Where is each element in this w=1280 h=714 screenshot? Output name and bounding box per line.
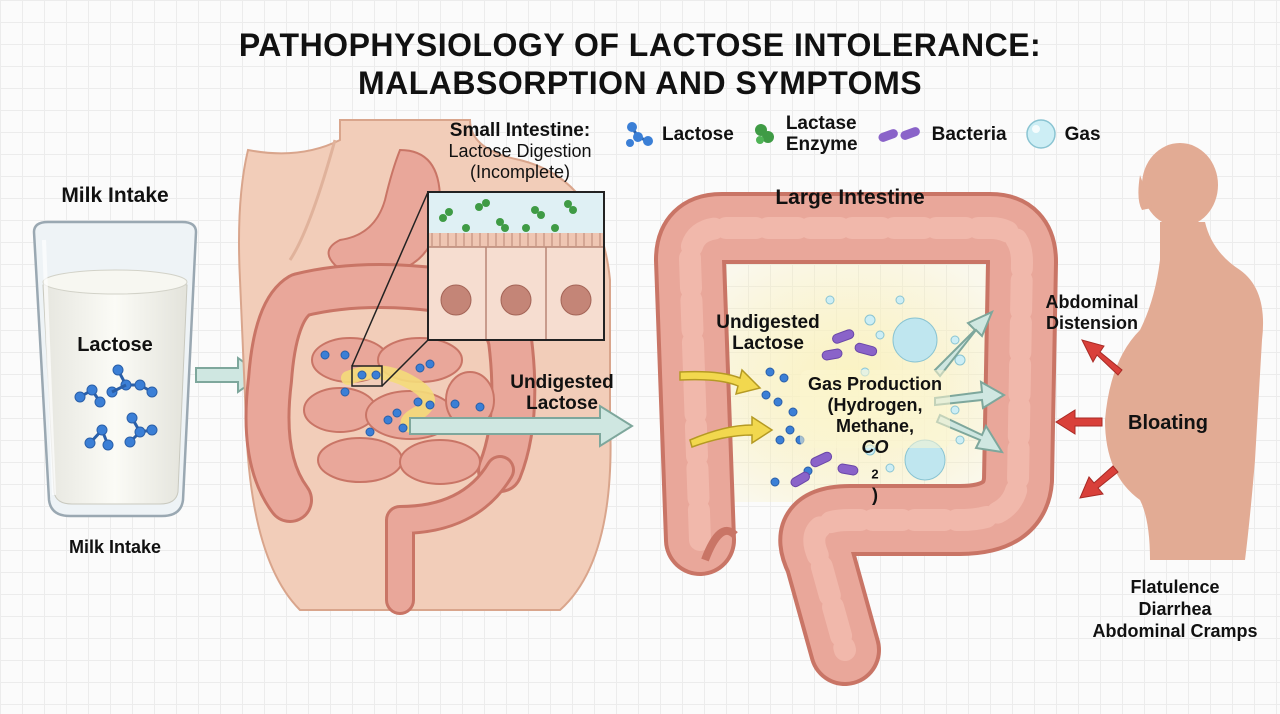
legend-label-gas: Gas [1064,123,1101,145]
undigested-lactose-colon-label: Undigested Lactose [716,312,820,354]
bacteria-icon [878,127,920,142]
red-symptom-arrows [1055,339,1123,499]
small-bowel-coils [303,337,495,485]
milk-intake-footer: Milk Intake [68,537,162,557]
symptom-diarrhea: Diarrhea [1138,599,1212,619]
lactose-molecule [124,412,158,448]
title-line-2: MALABSORPTION AND SYMPTOMS [357,65,923,101]
human-silhouette [1105,143,1264,560]
abdominal-distension-label: Abdominal Distension [1045,292,1139,333]
gas-text-backdrop [800,370,950,448]
legend-label-lactase: Lactase Enzyme [785,113,858,155]
yellow-arrows [679,368,774,448]
legend-item-lactose: Lactose [624,119,734,149]
legend-label-lactose: Lactose [662,123,734,145]
page-title: PATHOPHYSIOLOGY OF LACTOSE INTOLERANCE: … [0,26,1280,102]
zoom-callout [351,191,429,387]
legend-item-lactase: Lactase Enzyme [752,113,858,155]
glass-lactose-label: Lactose [77,334,153,356]
colon-lactose-particles [761,367,813,487]
milk-intake-header: Milk Intake [61,184,169,207]
legend-item-bacteria: Bacteria [876,123,1007,145]
large-intestine-title: Large Intestine [775,186,925,209]
symptom-flatulence: Flatulence [1130,577,1220,597]
colon-gas-bubbles [825,295,966,481]
symptom-cramps: Abdominal Cramps [1092,621,1258,641]
lactase-enzyme-icon [754,124,774,144]
glass-lactose-molecules [74,364,158,451]
red-arrow-distension [1081,339,1123,376]
lactose-molecule-icon [626,122,653,147]
title-line-1: PATHOPHYSIOLOGY OF LACTOSE INTOLERANCE: [238,27,1042,63]
symptom-list: Flatulence Diarrhea Abdominal Cramps [1080,576,1270,642]
large-intestine [654,192,1058,686]
lactose-molecule [106,364,158,398]
appendix [701,526,738,562]
red-arrow-bloating [1055,409,1103,435]
intestine-lactose-particles [320,350,485,437]
gas-bubble-icon [1025,119,1056,149]
colon-bacteria [790,329,878,488]
red-arrow-cramps [1079,465,1119,499]
legend-label-bacteria: Bacteria [931,123,1007,145]
arrow-to-large-intestine [409,404,634,448]
lactose-molecule [84,424,114,451]
villi-inset [427,191,605,341]
bloating-label: Bloating [1128,412,1208,434]
small-intestine-label: Small Intestine: Lactose Digestion (Inco… [448,120,592,182]
small-intestine-colon [244,263,537,615]
legend: Lactose Lactase Enzyme Bacteria Gas [624,112,1119,156]
lactose-molecule [74,384,106,408]
undigested-lactose-mid-label: Undigested Lactose [510,372,614,414]
legend-item-gas: Gas [1025,118,1101,150]
gas-arrows [933,310,1006,454]
